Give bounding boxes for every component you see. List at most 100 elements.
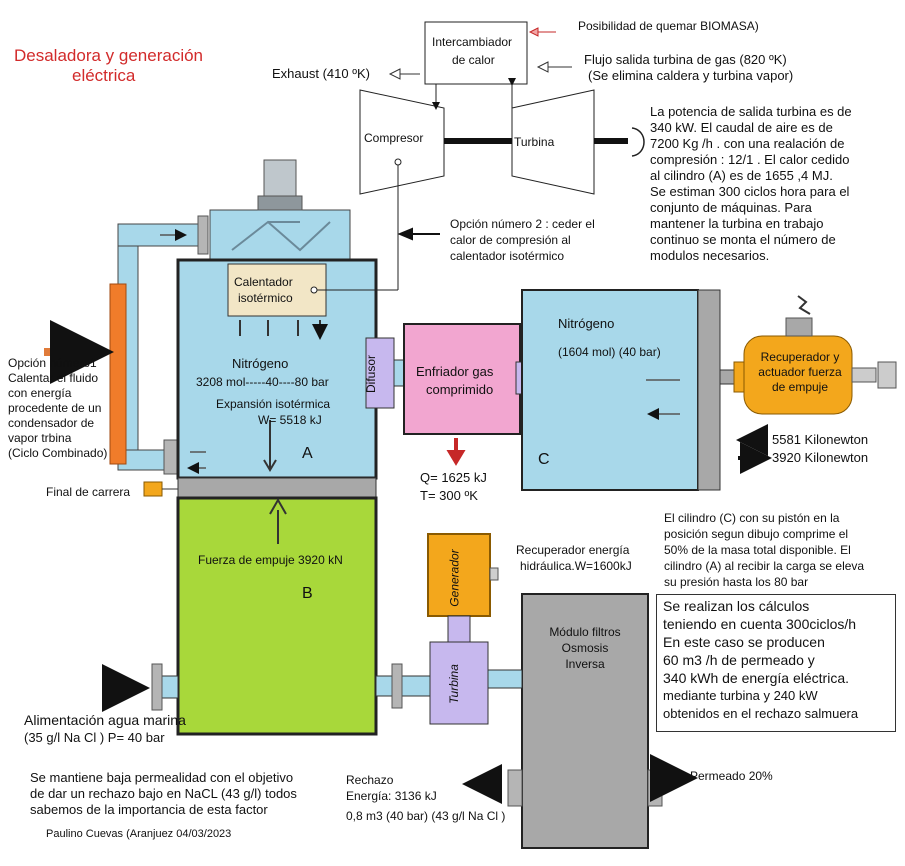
calculos-line: 340 kWh de energía eléctrica. (663, 670, 849, 686)
cilindro-c-line: El cilindro (C) con su pistón en la (664, 511, 840, 525)
modulo-line: Módulo filtros (549, 625, 621, 639)
intercambiador-box (424, 21, 528, 85)
recuperador-line: Recuperador y (760, 350, 840, 364)
calentador-line2: isotérmico (238, 291, 293, 305)
arrow-q (446, 438, 466, 466)
enfriador-box (403, 323, 521, 435)
top-tank (209, 209, 351, 261)
enfriador-line2: comprimido (426, 382, 494, 397)
fan-blades (231, 220, 331, 252)
potencia-line: 7200 Kg /h . con una realación de (650, 136, 845, 151)
nota-line: Se mantiene baja permealidad con el obje… (30, 770, 294, 785)
cylinder-c (521, 289, 699, 491)
cyl-c-label: C (538, 451, 550, 468)
opcion1-line: condensador de (8, 416, 95, 430)
calentador-line1: Calentador (234, 275, 293, 289)
calculos-line: En este caso se producen (663, 634, 825, 650)
opcion1-line: procedente de un (8, 401, 102, 415)
potencia-line: continuo se monta el número de (650, 232, 836, 247)
opcion2-line: calentador isotérmico (450, 249, 565, 263)
biomasa-label: Posibilidad de quemar BIOMASA) (578, 19, 759, 33)
recuperador-coupler (733, 361, 745, 393)
opcion2-line: Opción número 2 : ceder el (450, 217, 595, 231)
final-carrera-switch (143, 481, 163, 497)
cilindro-c-line: posición segun dibujo comprime el (664, 527, 849, 541)
arrow-flujo (536, 61, 572, 73)
left-pipe-top (117, 223, 199, 247)
calculos-line: obtenidos en el rechazo salmuera (663, 706, 859, 721)
modulo-text: Módulo filtros Osmosis Inversa (526, 624, 644, 672)
cyl-b-label: B (302, 585, 313, 602)
final-carrera-label: Final de carrera (46, 485, 131, 499)
rechazo-line2: Energía: 3136 kJ (346, 789, 437, 803)
alimentacion-line2: (35 g/l Na Cl ) P= 40 bar (24, 730, 165, 745)
fuerza-f2: 3920 Kilonewton (772, 450, 869, 465)
opcion1-text: Opción número1 Calentar el fluido con en… (8, 356, 126, 461)
arrows-c-flow (646, 379, 680, 414)
top-flange (197, 215, 209, 255)
modulo-outlet-right (647, 769, 663, 807)
cilindro-c-line: su presión hasta los 80 bar (664, 575, 809, 589)
cilindro-c-text: El cilindro (C) con su pistón en la posi… (664, 510, 900, 590)
recuperador-line: actuador fuerza (758, 365, 842, 379)
arrows-return (190, 451, 206, 468)
cyl-a-work: W= 5518 kJ (258, 413, 322, 427)
opcion1-line: Opción número1 (8, 356, 97, 370)
opcion1-line: vapor trbina (8, 431, 72, 445)
calculos-box: Se realizan los cálculos teniendo en cue… (656, 594, 896, 732)
cyl-a-label: A (302, 445, 313, 462)
arrow-opcion2 (397, 227, 440, 241)
potencia-line: Se estiman 300 ciclos hora para el (650, 184, 850, 199)
arrow-expansion-down (263, 420, 277, 472)
permeado-label: Permeado 20% (690, 769, 773, 783)
recuperador-shaft-end (877, 361, 897, 389)
recuperador-hidraulico-line2: hidráulica.W=1600kJ (520, 559, 632, 573)
intercambiador-line2: de calor (452, 53, 495, 67)
modulo-line: Inversa (565, 657, 605, 671)
recuperador-line: de empuje (771, 380, 829, 394)
inlet-flange-b (151, 663, 163, 711)
bottom-flange (163, 439, 179, 475)
motor-body (263, 159, 297, 197)
cylinder-c-piston (697, 289, 721, 491)
potencia-line: al cilindro (A) es de 1655 ,4 MJ. (650, 168, 833, 183)
rechazo-line1: Rechazo (346, 773, 394, 787)
turbina-gas-shape (511, 89, 595, 195)
compresor-label: Compresor (364, 131, 424, 145)
page-title-line2: eléctrica (72, 66, 136, 85)
modulo-box (521, 593, 649, 849)
cyl-a-moles: 3208 mol-----40----80 bar (196, 375, 329, 389)
recuperador-text: Recuperador y actuador fuerza de empuje (752, 350, 848, 395)
cyl-c-gas: Nitrógeno (558, 316, 615, 331)
exhaust-label: Exhaust (410 ºK) (272, 66, 370, 81)
nota-line: sabemos de la importancia de esta factor (30, 802, 268, 817)
cilindro-c-line: 50% de la masa total disponible. El (664, 543, 851, 557)
cilindro-c-line: cilindro (A) al recibir la carga se elev… (664, 559, 865, 573)
q-line1: Q= 1625 kJ (420, 470, 487, 485)
enfriador-line1: Enfriador gas (416, 364, 494, 379)
fuerza-f1: 5581 Kilonewton (772, 432, 869, 447)
alimentacion-line1: Alimentación agua marina (24, 712, 186, 728)
turbina-gas-label: Turbina (514, 135, 555, 149)
calculos-line: teniendo en cuenta 300ciclos/h (663, 616, 857, 632)
lightning-icon (797, 295, 811, 315)
recuperador-shaft (851, 367, 877, 383)
opcion2-text: Opción número 2 : ceder el calor de comp… (450, 216, 640, 264)
modulo-inlet (487, 669, 523, 689)
cyl-c-moles: (1604 mol) (40 bar) (558, 345, 661, 359)
cyl-a-gas: Nitrógeno (232, 356, 289, 371)
potencia-line: conjunto de máquinas. Para (650, 200, 812, 215)
arrow-exhaust (388, 68, 420, 80)
compresor-shape (359, 89, 445, 195)
potencia-text: La potencia de salida turbina es de 340 … (650, 104, 902, 264)
potencia-line: compresión : 12/1 . El calor cedido (650, 152, 850, 167)
q-line2: T= 300 ºK (420, 488, 478, 503)
arrow-biomasa (528, 27, 556, 37)
cyl-a-expansion: Expansión isotérmica (216, 397, 331, 411)
outlet-pipe-b (375, 675, 431, 697)
generador-stem (447, 615, 471, 643)
opcion1-line: (Ciclo Combinado) (8, 446, 108, 460)
difusor-label: Difusor (364, 354, 379, 394)
calculos-line: 60 m3 /h de permeado y (663, 652, 815, 668)
